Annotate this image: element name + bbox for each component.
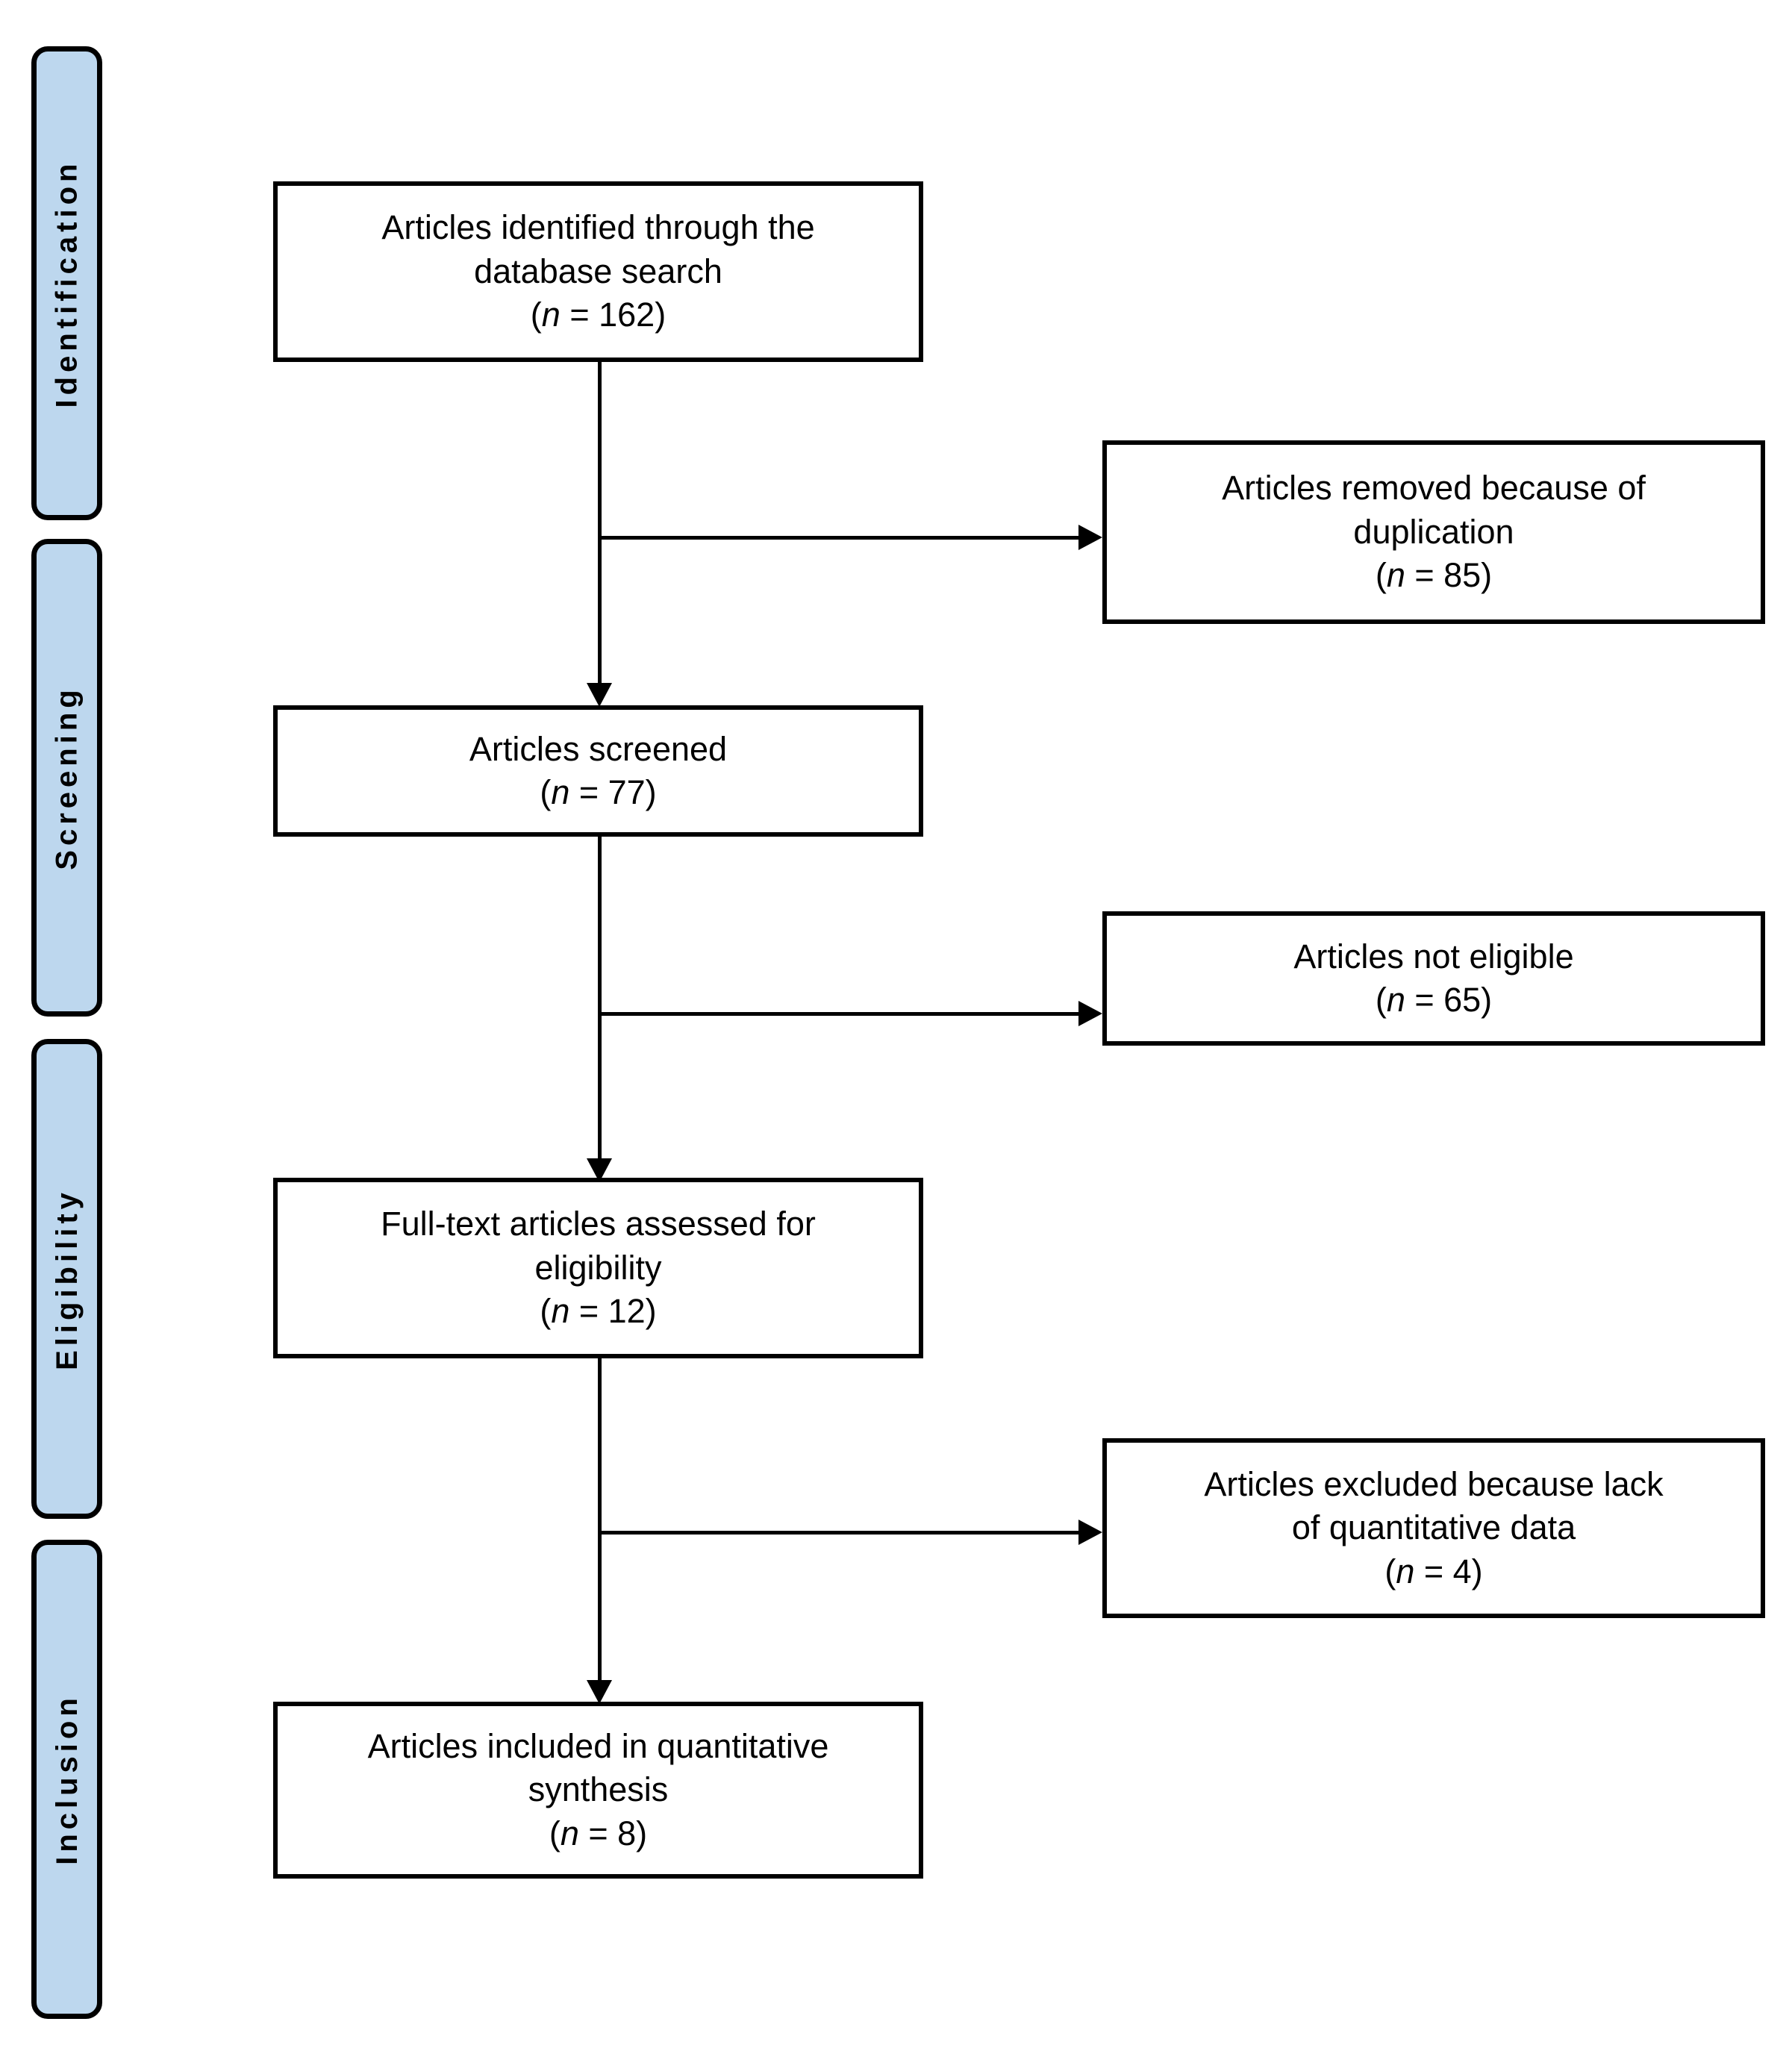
n-symbol: n	[1386, 556, 1405, 595]
n-value: = 4)	[1414, 1552, 1483, 1590]
connector-fulltext-to-excluded	[599, 1531, 1078, 1535]
connector-screened-to-not-eligible	[599, 1012, 1078, 1016]
n-symbol: n	[551, 1292, 570, 1331]
node-articles-screened-line1: Articles screened	[469, 729, 728, 768]
n-value: = 77)	[569, 773, 657, 811]
node-articles-excluded-no-data-line1: Articles excluded because lack	[1204, 1464, 1664, 1503]
node-articles-included-count: (n = 8)	[549, 1812, 647, 1856]
node-articles-not-eligible-count: (n = 65)	[1376, 978, 1492, 1023]
node-articles-included-line1: Articles included in quantitative	[367, 1726, 829, 1765]
node-articles-removed-duplication-line2: duplication	[1353, 512, 1514, 551]
paren-open: (	[540, 1292, 552, 1331]
node-articles-included: Articles included in quantitative synthe…	[273, 1702, 923, 1879]
paren-open: (	[549, 1814, 561, 1852]
node-fulltext-assessed-line2: eligibility	[534, 1248, 662, 1287]
stage-eligibility: Eligibility	[31, 1039, 102, 1519]
paren-open: (	[540, 773, 552, 811]
n-value: = 8)	[578, 1814, 648, 1852]
node-articles-excluded-no-data-count: (n = 4)	[1384, 1550, 1482, 1594]
arrowhead-excluded	[1078, 1520, 1102, 1545]
node-fulltext-assessed: Full-text articles assessed for eligibil…	[273, 1178, 923, 1358]
stage-screening-label: Screening	[50, 685, 84, 870]
node-articles-screened: Articles screened (n = 77)	[273, 705, 923, 837]
node-articles-identified-line1: Articles identified through the	[381, 208, 815, 247]
paren-open: (	[1384, 1552, 1396, 1590]
node-fulltext-assessed-count: (n = 12)	[540, 1290, 656, 1334]
paren-open: (	[1375, 981, 1387, 1019]
n-symbol: n	[551, 773, 570, 811]
node-articles-identified-count: (n = 162)	[531, 293, 666, 337]
n-value: = 162)	[560, 296, 666, 334]
node-articles-not-eligible: Articles not eligible (n = 65)	[1102, 911, 1765, 1046]
n-value: = 12)	[569, 1292, 657, 1331]
node-articles-identified-line2: database search	[474, 252, 722, 290]
connector-fulltext-to-included	[598, 1358, 602, 1687]
arrowhead-duplicates	[1078, 525, 1102, 550]
arrowhead-included	[587, 1680, 612, 1704]
n-symbol: n	[541, 296, 561, 334]
n-value: = 85)	[1405, 556, 1493, 595]
node-articles-identified: Articles identified through the database…	[273, 181, 923, 362]
stage-inclusion-label: Inclusion	[50, 1693, 84, 1865]
stage-eligibility-label: Eligibility	[50, 1187, 84, 1370]
paren-open: (	[530, 296, 542, 334]
connector-identified-to-duplicates	[599, 536, 1078, 540]
stage-identification: Identification	[31, 46, 102, 520]
node-fulltext-assessed-line1: Full-text articles assessed for	[381, 1205, 816, 1243]
connector-screened-to-fulltext	[598, 836, 602, 1164]
node-articles-excluded-no-data-line2: of quantitative data	[1291, 1508, 1576, 1547]
stage-inclusion: Inclusion	[31, 1540, 102, 2019]
n-symbol: n	[560, 1814, 579, 1852]
n-symbol: n	[1386, 981, 1405, 1019]
node-articles-included-line2: synthesis	[528, 1770, 669, 1809]
connector-identified-to-screened	[598, 362, 602, 690]
node-articles-not-eligible-line1: Articles not eligible	[1293, 937, 1574, 975]
arrowhead-screened	[587, 683, 612, 707]
node-articles-screened-count: (n = 77)	[540, 771, 656, 815]
n-symbol: n	[1396, 1552, 1415, 1590]
arrowhead-not-eligible	[1078, 1001, 1102, 1026]
stage-screening: Screening	[31, 539, 102, 1017]
stage-identification-label: Identification	[50, 159, 84, 408]
node-articles-excluded-no-data: Articles excluded because lack of quanti…	[1102, 1438, 1765, 1618]
n-value: = 65)	[1405, 981, 1493, 1019]
paren-open: (	[1375, 556, 1387, 595]
node-articles-removed-duplication: Articles removed because of duplication …	[1102, 440, 1765, 624]
node-articles-removed-duplication-line1: Articles removed because of	[1222, 469, 1646, 508]
node-articles-removed-duplication-count: (n = 85)	[1376, 554, 1492, 598]
